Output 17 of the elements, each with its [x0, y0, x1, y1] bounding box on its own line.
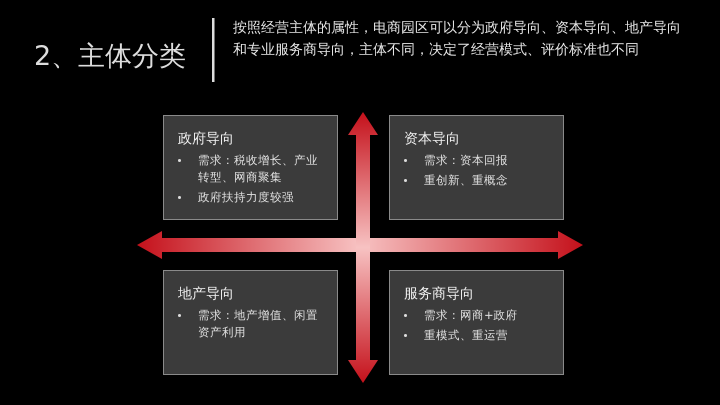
card-heading: 资本导向	[404, 130, 460, 148]
bullet-text: 重模式、重运营	[424, 327, 508, 344]
quadrant-card	[163, 115, 338, 220]
bullet-text: 需求：税收增长、产业转型、网商聚集	[198, 152, 319, 186]
quadrant-card	[163, 270, 338, 375]
card-heading: 地产导向	[178, 285, 234, 303]
card-heading: 政府导向	[178, 130, 234, 148]
bullet-text: 重创新、重概念	[424, 172, 508, 189]
bullet-text: 需求：地产增值、闲置资产利用	[198, 307, 319, 341]
bullet-text: 需求：网商+政府	[424, 307, 518, 324]
quadrant-card	[389, 115, 564, 220]
card-heading: 服务商导向	[404, 285, 474, 303]
bullet-text: 需求：资本回报	[424, 152, 508, 169]
slide-title: 2、主体分类	[34, 40, 186, 74]
quadrant-card	[389, 270, 564, 375]
description-text: 按照经营主体的属性，电商园区可以分为政府导向、资本导向、地产导向和专业服务商导向，主体不同，决定了经营模式、评价标准也不同	[233, 19, 682, 60]
bullet-text: 政府扶持力度较强	[198, 189, 294, 206]
